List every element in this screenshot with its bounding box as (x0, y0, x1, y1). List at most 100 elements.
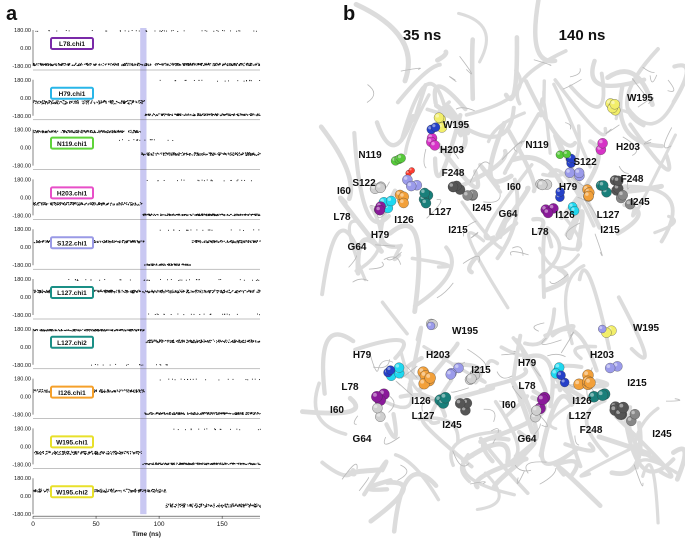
trace-point (218, 64, 220, 66)
trace-point (41, 103, 43, 105)
trace-point (206, 241, 208, 242)
trace-point (151, 289, 153, 291)
trace-point (81, 129, 83, 131)
trace-point (191, 291, 193, 293)
trace-point (118, 391, 120, 393)
trace-point (52, 330, 54, 332)
trace-point (251, 154, 253, 156)
trace-point (100, 203, 102, 205)
trace-point (257, 64, 259, 66)
trace-point (48, 330, 50, 332)
trace-point (51, 64, 53, 66)
trace-point (41, 102, 43, 104)
trace-point (164, 264, 166, 266)
trace-point (45, 63, 47, 65)
trace-point (156, 264, 158, 266)
trace-point (100, 64, 102, 66)
trace-point (153, 339, 155, 341)
trace-point (207, 412, 209, 414)
trace-point (178, 230, 180, 231)
trace-point (108, 451, 109, 452)
trace-point (173, 413, 175, 415)
trace-point (199, 154, 201, 156)
trace-point (173, 292, 175, 293)
trace-point (106, 241, 108, 243)
trace-point (147, 341, 149, 343)
trace-point (101, 204, 103, 206)
trace-point (193, 154, 195, 156)
trace-point (209, 291, 211, 293)
trace-point (147, 153, 148, 155)
trace-point (126, 204, 128, 206)
trace-point (94, 65, 96, 67)
trace-point (256, 413, 258, 415)
trace-point (184, 264, 186, 266)
trace-point (116, 289, 118, 291)
trace-point (207, 215, 209, 216)
trace-point (188, 290, 189, 291)
trace-point (187, 412, 188, 414)
trace-point (243, 240, 245, 242)
trace-point (63, 100, 65, 102)
trace-point (133, 330, 135, 332)
trace-point (240, 240, 242, 242)
trace-point (224, 340, 226, 342)
trace-point (147, 264, 149, 266)
trace-point (246, 291, 248, 293)
trace-point (198, 79, 200, 81)
trace-point (203, 313, 205, 315)
trace-point (93, 330, 94, 332)
trace-point (259, 379, 260, 381)
trace-point (183, 179, 185, 181)
trace-point (65, 132, 67, 134)
trace-point (236, 64, 237, 66)
trace-point (41, 391, 42, 393)
trace-point (92, 132, 94, 133)
trace-point (113, 101, 114, 103)
trace-point (123, 203, 125, 205)
trace-point (196, 339, 198, 341)
trace-point (152, 340, 154, 342)
trace-point (164, 289, 166, 291)
series-tag: N119.chi1 (50, 136, 94, 150)
trace-point (138, 241, 140, 243)
trace-point (187, 264, 189, 266)
trace-point (256, 240, 258, 242)
trace-point (55, 203, 57, 205)
trace-point (74, 203, 76, 205)
trace-point (43, 241, 45, 243)
trace-point (48, 291, 49, 293)
trace-point (123, 204, 124, 206)
trace-point (158, 413, 160, 415)
trace-point (115, 63, 117, 65)
trace-point (148, 114, 150, 116)
trace-point (51, 102, 53, 103)
trace-point (179, 115, 181, 116)
trace-point (162, 339, 164, 341)
trace-point (257, 341, 259, 343)
trace-point (39, 329, 41, 331)
trace-point (248, 340, 250, 342)
trace-point (257, 113, 258, 115)
trace-point (55, 130, 56, 132)
trace-point (133, 290, 135, 292)
trace-point (60, 64, 62, 66)
trace-point (46, 330, 47, 332)
trace-point (234, 63, 235, 65)
trace-point (239, 113, 241, 115)
trace-point (190, 341, 192, 343)
trace-point (168, 264, 170, 266)
trace-point (192, 115, 194, 117)
trace-point (203, 242, 205, 243)
trace-point (213, 63, 215, 65)
trace-point (224, 413, 226, 415)
trace-point (247, 214, 249, 216)
trace-point (84, 100, 86, 102)
trace-point (148, 152, 150, 154)
trace-point (234, 114, 236, 116)
trace-point (243, 342, 244, 344)
trace-point (128, 389, 130, 391)
trace-point (91, 364, 92, 366)
trace-point (130, 202, 132, 204)
trace-point (206, 215, 208, 217)
